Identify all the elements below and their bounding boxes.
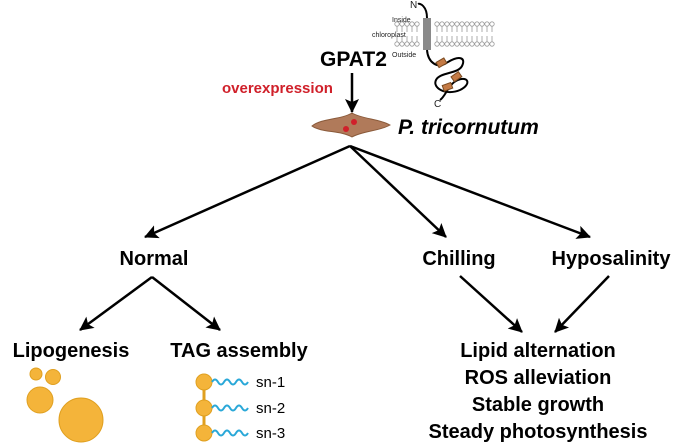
diatom-cell-icon (311, 112, 391, 138)
sn1-label: sn-1 (256, 374, 285, 391)
lipid-head (404, 41, 410, 47)
lipid-head (444, 21, 450, 27)
lipid-head (464, 21, 470, 27)
domain-block-1 (435, 57, 448, 69)
arrow-to-normal (144, 144, 351, 239)
lipid-head (434, 41, 440, 47)
lipid-droplet (26, 386, 54, 414)
lipid-head (409, 21, 415, 27)
arrow-to-tag-assembly (151, 276, 221, 331)
lipid-head (469, 21, 475, 27)
lipid-head (399, 41, 405, 47)
domain-block-2 (450, 70, 463, 83)
lipid-head (449, 41, 455, 47)
outcome-stable-growth: Stable growth (472, 394, 604, 416)
n-terminal-loop (417, 2, 428, 19)
lipid-head (484, 41, 490, 47)
lipid-droplet (45, 369, 61, 385)
lipid-droplet (29, 367, 43, 381)
transmembrane-helix (423, 18, 431, 50)
lipid-bilayer (394, 21, 495, 47)
condition-chilling: Chilling (422, 248, 495, 270)
outcome-lipid-alternation: Lipid alternation (460, 340, 616, 362)
lipid-head (474, 21, 480, 27)
lipid-droplets-icon (26, 367, 104, 443)
lipid-head (454, 21, 460, 27)
lipid-head (474, 41, 480, 47)
lipid-head (439, 41, 445, 47)
lipid-head (394, 41, 400, 47)
chloroplast-label: chloroplast (372, 32, 406, 39)
fatty-acid-chain (211, 429, 249, 437)
gpat2-label: GPAT2 (320, 48, 387, 71)
lipid-head (454, 41, 460, 47)
arrow-to-chilling (349, 145, 447, 238)
lipid-head (434, 21, 440, 27)
fatty-acid-chain (211, 404, 249, 412)
cell-organelle-1 (343, 126, 349, 132)
lipid-head (464, 41, 470, 47)
n-terminal-label: N (410, 0, 417, 11)
lipid-head (444, 41, 450, 47)
membrane-illustration: N C Inside chloroplast Outside (372, 0, 495, 110)
lipid-head (459, 41, 465, 47)
outcome-ros-alleviation: ROS alleviation (465, 367, 612, 389)
lipid-head (399, 21, 405, 27)
lipid-head (439, 21, 445, 27)
glycerol-carbon (195, 373, 213, 391)
lipid-head (489, 21, 495, 27)
arrow-chilling-to-outcomes (459, 275, 523, 333)
c-terminal-chain (426, 49, 469, 101)
inside-label: Inside (392, 17, 411, 24)
outcome-tag-assembly: TAG assembly (170, 340, 308, 362)
tag-chain-sn2: sn-2 (195, 399, 285, 417)
lipid-droplet (58, 397, 104, 443)
domain-block-3 (441, 81, 454, 92)
lipid-head (394, 21, 400, 27)
tag-chain-sn3: sn-3 (195, 424, 285, 442)
lipid-head (414, 21, 420, 27)
overexpression-label: overexpression (222, 80, 333, 97)
condition-normal: Normal (120, 248, 189, 270)
lipid-head (409, 41, 415, 47)
c-terminal-label: C (434, 99, 441, 110)
glycerol-carbon (195, 424, 213, 442)
sn2-label: sn-2 (256, 400, 285, 417)
glycerol-carbon (195, 399, 213, 417)
condition-hyposalinity: Hyposalinity (552, 248, 672, 270)
arrow-to-hyposalinity (349, 144, 591, 239)
arrow-to-lipogenesis (79, 275, 153, 332)
lipid-head (459, 21, 465, 27)
outcome-lipogenesis: Lipogenesis (13, 340, 130, 362)
tag-structure-icon: sn-1 sn-2 sn-3 (195, 373, 285, 442)
lipid-head (484, 21, 490, 27)
lipid-head (479, 41, 485, 47)
arrow-hyposalinity-to-outcomes (554, 275, 610, 333)
lipid-head (489, 41, 495, 47)
lipid-head (469, 41, 475, 47)
lipid-head (479, 21, 485, 27)
outside-label: Outside (392, 52, 416, 59)
outcome-steady-photosynthesis: Steady photosynthesis (429, 421, 648, 443)
lipid-head (449, 21, 455, 27)
cell-organelle-2 (351, 119, 357, 125)
lipid-head (414, 41, 420, 47)
lipid-head (404, 21, 410, 27)
fatty-acid-chain (211, 378, 249, 386)
organism-label: P. tricornutum (398, 116, 539, 139)
sn3-label: sn-3 (256, 425, 285, 442)
tag-chain-sn1: sn-1 (195, 373, 285, 391)
